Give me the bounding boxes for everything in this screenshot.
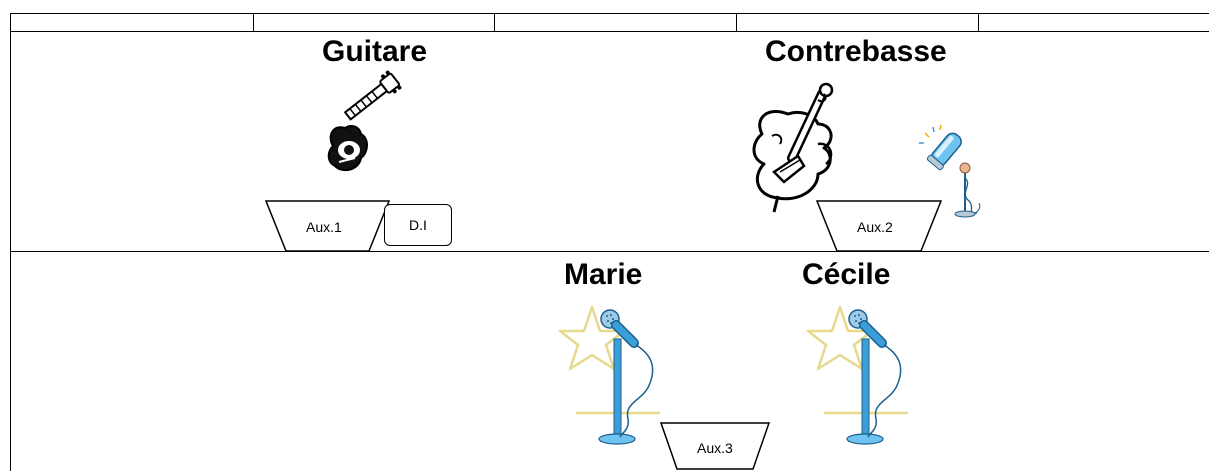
aux2-label: Aux.2: [857, 219, 893, 235]
vocal-microphone-icon: [806, 305, 908, 445]
bass-label: Contrebasse: [765, 35, 947, 68]
marie-label: Marie: [564, 258, 643, 291]
guitar-label: Guitare: [322, 35, 428, 68]
aux1-label: Aux.1: [306, 219, 342, 235]
header-col-divider-3: [736, 13, 737, 31]
aux3-wedge: [659, 422, 771, 470]
double-bass-icon: [752, 82, 834, 213]
row-divider: [10, 251, 1209, 252]
header-col-divider-4: [978, 13, 979, 31]
header-col-divider-2: [494, 13, 495, 31]
header-row-bottom-border: [10, 31, 1209, 32]
di-label: D.I: [409, 217, 427, 233]
cecile-label: Cécile: [802, 258, 891, 291]
aux3-label: Aux.3: [697, 440, 733, 456]
guitar-icon: [327, 70, 402, 172]
vocal-microphone-icon: [558, 305, 660, 445]
table-top-border: [10, 13, 1209, 14]
aux2-wedge: [815, 200, 943, 252]
di-box: D.I: [384, 204, 452, 246]
microphone-icon: [919, 124, 981, 218]
header-col-divider-1: [253, 13, 254, 31]
aux1-wedge: [264, 200, 391, 252]
table-left-border: [10, 13, 11, 471]
